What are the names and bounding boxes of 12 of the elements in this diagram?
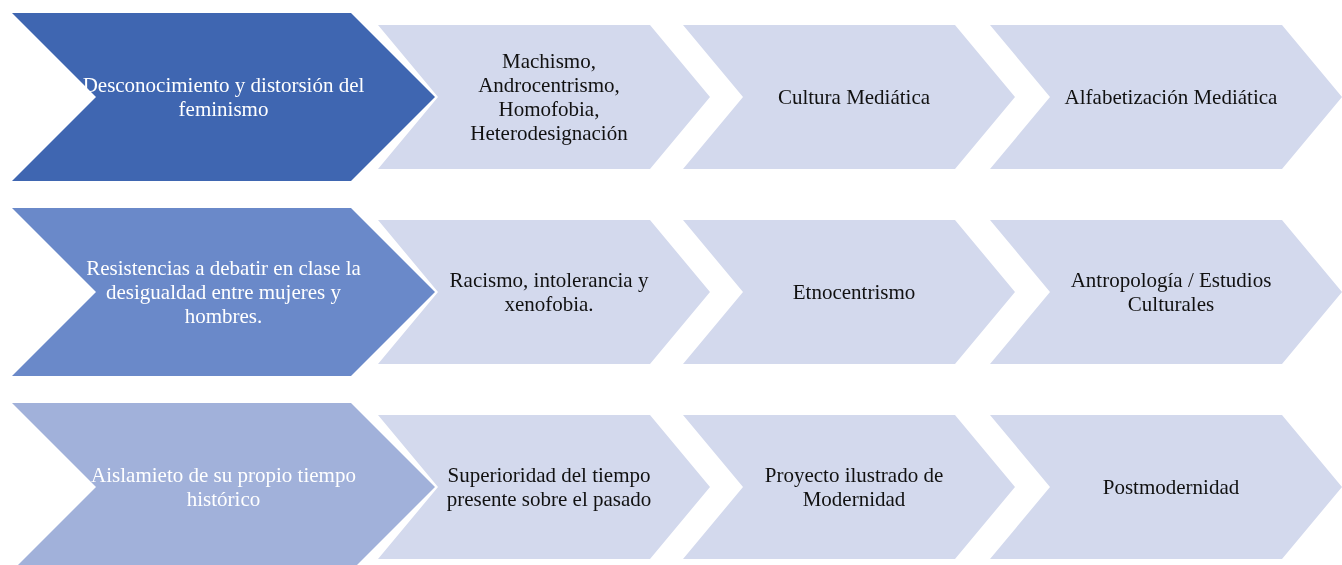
step-text: Postmodernidad <box>1102 474 1240 500</box>
step-text: Superioridad del tiempo presente sobre el pasado <box>445 462 653 512</box>
step-text: Aislamieto de su propio tiempo histórico <box>90 462 357 512</box>
step-text: Racismo, intolerancia y xenofobia. <box>448 267 650 317</box>
step-text: Antropología / Estudios Culturales <box>1069 267 1273 317</box>
step-text: Desconocimiento y distorsión del feminismo <box>81 72 366 122</box>
step-text: Alfabetización Mediática <box>1064 84 1278 110</box>
step-text: Machismo, Androcentrismo, Homofobia, Heterodesignación <box>469 48 629 146</box>
step-text: Cultura Mediática <box>777 84 931 110</box>
step-text: Proyecto ilustrado de Modernidad <box>763 462 945 512</box>
step-text: Resistencias a debatir en clase la desigualdad entre mujeres y hombres. <box>85 255 362 329</box>
step-text: Etnocentrismo <box>792 279 916 305</box>
